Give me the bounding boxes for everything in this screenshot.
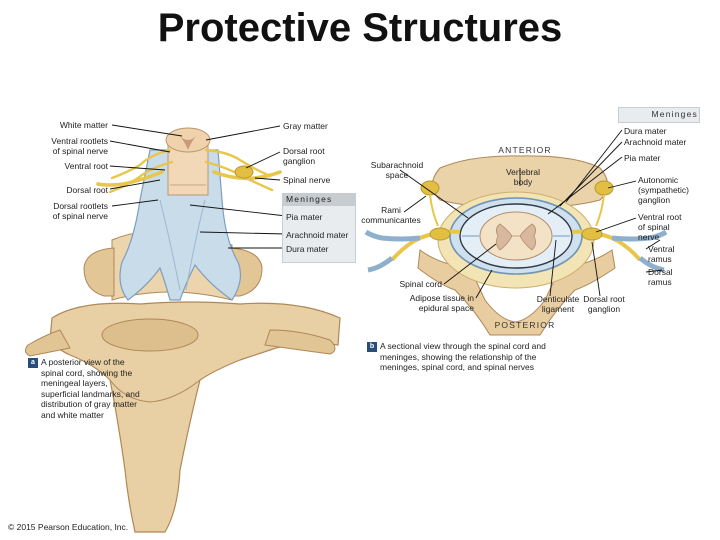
meninges-b-item-arachnoid: Arachnoid mater (624, 137, 687, 147)
leader-lines-panel-a (109, 124, 287, 249)
meninges-a-item-pia: Pia mater (286, 212, 323, 222)
meninges-b-item-pia: Pia mater (624, 153, 661, 163)
panel-a-caption: A posterior view of the spinal cord, sho… (41, 357, 140, 420)
label-spinal-cord: Spinal cord (399, 279, 442, 289)
label-adipose-tissue: Adipose tissue in epidural space (409, 293, 474, 313)
label-gray-matter: Gray matter (283, 121, 328, 131)
meninges-b-item-dura: Dura mater (624, 126, 667, 136)
meninges-a-item-arachnoid: Arachnoid mater (286, 230, 349, 240)
cross-section-illustration (364, 155, 668, 336)
label-dorsal-rootlets: Dorsal rootlets of spinal nerve (52, 201, 108, 221)
label-ventral-ramus: Ventral ramus (648, 244, 675, 264)
leader-lines-panel-b (399, 129, 663, 299)
copyright-notice: © 2015 Pearson Education, Inc. (8, 522, 129, 532)
panel-a-badge: a (28, 358, 38, 368)
panel-b-badge: b (367, 342, 377, 352)
panel-b-caption: A sectional view through the spinal cord… (380, 341, 546, 372)
dura-sheath-illustration (119, 149, 242, 301)
meninges-box-a-heading: Meninges (282, 193, 356, 206)
page-title: Protective Structures (157, 6, 563, 50)
label-dorsal-root-ganglion-b: Dorsal root ganglion (583, 294, 625, 314)
label-posterior: POSTERIOR (494, 320, 556, 330)
label-anterior: ANTERIOR (498, 145, 552, 155)
label-ventral-root: Ventral root (64, 161, 108, 171)
meninges-box-b (618, 107, 700, 123)
label-vertebral-body: Vertebral body (505, 167, 541, 187)
label-dorsal-root: Dorsal root (66, 185, 108, 195)
label-spinal-nerve: Spinal nerve (283, 175, 331, 185)
label-denticulate-ligament: Denticulate ligament (536, 294, 580, 314)
meninges-box-b-heading: Meninges (651, 109, 698, 119)
label-rami-communicantes: Rami communicantes (361, 205, 421, 225)
spinal-cord-segment-illustration (165, 127, 211, 196)
meninges-a-item-dura: Dura mater (286, 244, 329, 254)
label-white-matter: White matter (59, 120, 108, 130)
label-dorsal-ramus: Dorsal ramus (648, 267, 673, 287)
label-autonomic-ganglion: Autonomic (sympathetic) ganglion (638, 175, 690, 205)
label-dorsal-root-ganglion-a: Dorsal root ganglion (283, 146, 325, 166)
dorsal-root-ganglion-illustration (234, 165, 254, 179)
label-subarachnoid-space: Subarachnoid space (370, 160, 424, 180)
label-ventral-rootlets: Ventral rootlets of spinal nerve (51, 136, 108, 156)
vertebra-lower-illustration (24, 301, 341, 533)
label-ventral-root-b: Ventral root of spinal nerve (638, 212, 682, 242)
